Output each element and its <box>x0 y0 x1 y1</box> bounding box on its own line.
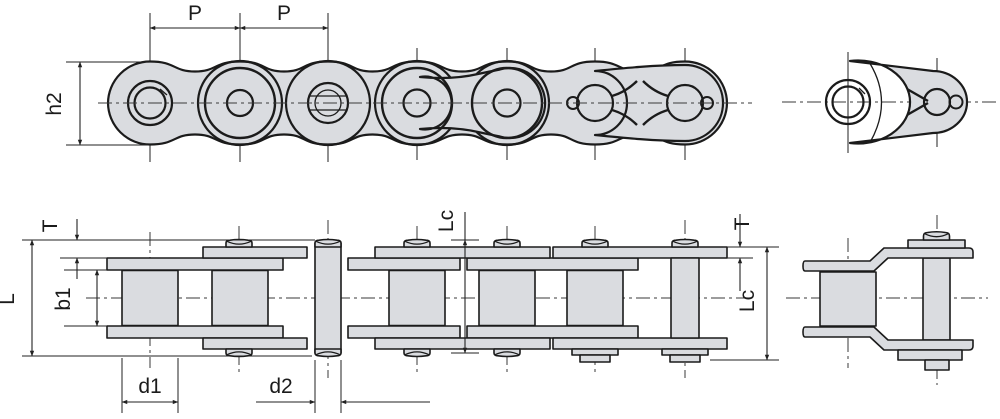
clip-plate <box>579 354 611 363</box>
inner-plate <box>106 257 284 271</box>
pin-shaft <box>922 257 951 341</box>
spring-clip-eye <box>948 94 964 110</box>
pin-head-arc <box>315 351 341 356</box>
dim-label-pin-diameter: d2 <box>269 375 292 398</box>
spring-clip-plates <box>571 348 709 363</box>
inner-plate <box>466 325 639 339</box>
pin-head-arc <box>404 351 430 356</box>
pin-end <box>924 359 950 371</box>
connecting-pin-shaft <box>670 257 700 339</box>
pin-head <box>922 230 951 241</box>
pin-head <box>403 348 431 358</box>
bushing-ring-inner <box>831 85 865 119</box>
bushing-seam <box>159 88 168 96</box>
exposed-pin <box>314 242 342 354</box>
spring-clip-prong <box>906 101 929 117</box>
dim-label-thickness-left: T <box>39 219 62 232</box>
outer-plate <box>202 337 308 350</box>
pin-head <box>493 348 521 358</box>
clip-plate <box>571 348 619 356</box>
pin-head <box>225 348 253 358</box>
spring-clip-prong <box>611 80 638 98</box>
roller <box>566 269 624 327</box>
pin-head <box>403 238 431 248</box>
pin-head-arc <box>315 240 341 245</box>
side-view: P P h2 <box>43 2 752 162</box>
roller <box>819 271 877 327</box>
dim-label-connecting-length-right: Lc <box>736 290 759 312</box>
retainer-plate <box>907 239 966 249</box>
pin-head-arc <box>226 351 252 356</box>
dim-label-plate-height: h2 <box>43 92 66 115</box>
spring-clip-prong <box>642 80 669 98</box>
dim-label-connecting-length-mid: Lc <box>435 210 458 232</box>
pin-head <box>225 238 253 248</box>
pin-head <box>581 238 609 248</box>
outer-plate <box>202 246 308 259</box>
dim-label-pin-length: L <box>0 293 19 305</box>
spring-clip-prong <box>642 108 669 126</box>
dim-label-thickness-right: T <box>731 217 754 230</box>
pin-head <box>671 238 699 248</box>
link-end-view <box>782 52 996 153</box>
dim-label-inner-width: b1 <box>52 287 75 310</box>
outer-plate <box>374 246 551 259</box>
clip-plate <box>661 348 709 356</box>
link-body <box>848 59 969 145</box>
dim-label-pitch-2: P <box>277 2 291 25</box>
bushing-seam <box>858 87 866 95</box>
roller <box>478 269 536 327</box>
pin-head <box>314 348 342 358</box>
pin-head <box>493 238 521 248</box>
cotter-plate <box>897 349 963 361</box>
pin-head-arc <box>494 240 520 245</box>
spring-clip-prong <box>906 87 929 103</box>
outer-plate <box>552 246 728 259</box>
pin-head-arc <box>672 240 698 245</box>
dim-label-pitch-1: P <box>188 2 202 25</box>
spring-clip-prong <box>611 108 638 126</box>
outer-plate <box>552 337 728 350</box>
offset-link-view <box>786 215 988 385</box>
roller <box>388 269 446 327</box>
dim-label-roller-diameter: d1 <box>138 375 161 398</box>
inner-plate <box>347 325 461 339</box>
pin-head-arc <box>404 240 430 245</box>
bushing-ring-outer <box>824 78 872 126</box>
roller <box>121 269 179 327</box>
pin-heads-top <box>225 238 699 248</box>
plan-view: L T b1 d1 d2 Lc Lc T <box>0 210 779 413</box>
pin-head <box>314 238 342 248</box>
cranked-plate-bottom <box>802 326 974 351</box>
inner-plate <box>466 257 639 271</box>
pin-head-arc <box>226 240 252 245</box>
pin-head-arc <box>924 233 949 238</box>
pin-head-arc <box>582 240 608 245</box>
roller <box>211 269 269 327</box>
cranked-plate-top <box>802 247 974 272</box>
inner-plate <box>347 257 461 271</box>
boss-edge-arc <box>869 63 883 143</box>
outer-plate <box>374 337 551 350</box>
pin-head-arc <box>494 351 520 356</box>
clip-plate <box>669 354 701 363</box>
inner-plate <box>106 325 284 339</box>
